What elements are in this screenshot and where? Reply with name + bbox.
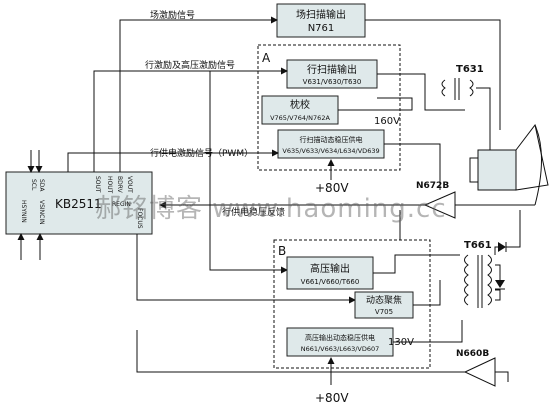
hv-title: 高压输出 xyxy=(310,262,350,275)
supply-160-wire xyxy=(384,143,441,190)
diode-2-wire xyxy=(495,289,501,301)
pwm-wire xyxy=(67,149,279,172)
signal-line-pwm: 行供电激励信号（PWM） xyxy=(150,147,253,159)
t631-label: T631 xyxy=(456,64,484,75)
ic-pin-hsynin: HSYNIN xyxy=(20,200,27,223)
focus-title: 动态聚焦 xyxy=(366,294,402,306)
hv-out-wire xyxy=(373,254,460,274)
block-b-frame xyxy=(273,239,431,369)
ic-pin-scl: SCL xyxy=(30,179,37,191)
ic-pin-vsincin: VSINCIN xyxy=(38,200,45,225)
pincushion-wire xyxy=(338,97,413,111)
ic-pin-hout: HOUT xyxy=(106,176,113,194)
field-scan-part: N761 xyxy=(308,23,335,34)
focus-box: 动态聚焦 V705 xyxy=(354,291,414,319)
signal-line-feedback: 行供电稳压反馈 xyxy=(222,206,285,218)
line-scan-title: 行扫描输出 xyxy=(307,63,357,76)
n660b-label: N660B xyxy=(456,349,489,359)
ic-pin-sda: SDA xyxy=(38,179,45,192)
n660b-in-wire xyxy=(495,371,509,382)
transformer-t661: T661 xyxy=(464,240,492,308)
ic-pin-focus: FOCUS xyxy=(136,208,143,229)
focus-wire xyxy=(136,234,356,304)
plus80-a: +80V xyxy=(315,181,349,195)
line-scan-out-wire xyxy=(377,73,465,111)
t661-label: T661 xyxy=(464,240,492,251)
pincushion-title: 枕校 xyxy=(290,98,310,111)
ic-pin-regin: REGIN xyxy=(112,201,131,208)
crt-tube-icon xyxy=(469,123,549,206)
block-b-label: B xyxy=(278,244,286,258)
ic-pin-sout: SOUT xyxy=(94,176,101,193)
hv-supply-title: 高压输出动态稳压供电 xyxy=(305,333,375,342)
line-supply-title: 行扫描动态稳压供电 xyxy=(300,135,363,144)
opamp-n672b-icon: N672B xyxy=(416,181,456,219)
diode-2-icon xyxy=(495,280,505,290)
diode-2-wire-top xyxy=(495,264,501,280)
ic-name: KB2511 xyxy=(55,197,102,211)
diode-1-wire-out xyxy=(506,210,521,248)
ic-pin-bdrv: BDRV xyxy=(116,176,123,194)
field-out-wire xyxy=(365,19,501,130)
hv-supply-parts: N661/V663/L663/VD607 xyxy=(301,345,380,353)
field-drive-wire xyxy=(119,16,278,172)
line-supply-box: 行扫描动态稳压供电 V635/V633/V634/L634/VD639 xyxy=(277,129,385,159)
voltage-160v: 160V xyxy=(374,116,400,127)
ic-pin-vout: VOUT xyxy=(126,176,133,193)
block-a-label: A xyxy=(262,51,271,65)
hv-parts: V661/V660/T660 xyxy=(301,278,360,286)
diode-1-icon xyxy=(498,242,507,252)
plus80-b: +80V xyxy=(315,391,349,405)
ic-kb2511: KB2511 SDA SCL HSYNIN VSINCIN SOUT HOUT … xyxy=(5,171,153,235)
hv-supply-wire xyxy=(393,320,463,343)
signal-line-hv-drive: 行激励及高压激励信号 xyxy=(145,59,235,71)
field-scan-box: 场扫描输出 N761 xyxy=(276,3,366,38)
opamp-n660b-icon: N660B xyxy=(456,349,496,387)
line-scan-box: 行扫描输出 V631/V630/T630 xyxy=(286,59,378,89)
hv-output-box: 高压输出 V661/V660/T660 xyxy=(286,256,374,290)
focus-parts: V705 xyxy=(375,308,393,316)
pincushion-parts: V765/V764/N762A xyxy=(270,114,330,122)
block-a-frame xyxy=(257,44,401,171)
line-supply-parts: V635/V633/V634/L634/VD639 xyxy=(282,147,379,155)
focus-out-wire xyxy=(413,280,441,306)
signal-field-drive: 场激励信号 xyxy=(150,9,195,21)
field-scan-title: 场扫描输出 xyxy=(296,8,346,21)
hv-drive-wire xyxy=(209,71,288,274)
feedback-wire-b xyxy=(136,330,470,373)
diode-1-wire-in xyxy=(494,246,498,255)
hv-supply-box: 高压输出动态稳压供电 N661/V663/L663/VD607 xyxy=(286,327,394,357)
n672b-label: N672B xyxy=(416,181,449,191)
pincushion-box: 枕校 V765/V764/N762A xyxy=(261,95,339,125)
t631-out-wire xyxy=(476,87,515,151)
transformer-t631: T631 xyxy=(441,64,484,100)
line-drive-wire xyxy=(93,67,288,172)
line-scan-parts: V631/V630/T630 xyxy=(303,78,362,86)
